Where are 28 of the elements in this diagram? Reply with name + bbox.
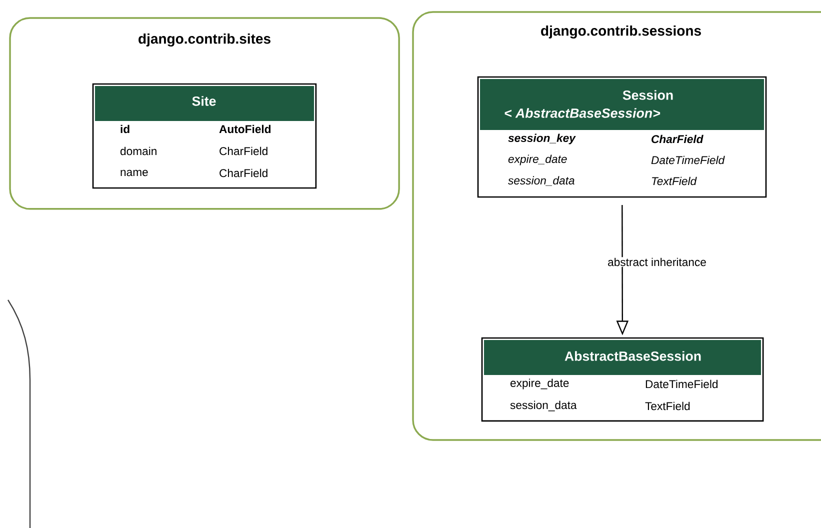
table-box (92, 83, 317, 189)
field-type: DateTimeField (646, 380, 718, 388)
edge-label: abstract inheritance (606, 257, 708, 267)
field-name: session_key (508, 134, 576, 144)
package-frame (9, 17, 400, 210)
field-type: TextField (645, 402, 690, 410)
field-type: TextField (652, 176, 697, 186)
table-title: < AbstractBaseSession> (504, 108, 660, 118)
field-type: CharField (220, 168, 268, 178)
field-type: CharField (652, 134, 704, 144)
table-title: Session (622, 90, 673, 100)
field-name: session_data (508, 176, 574, 186)
field-type: CharField (220, 146, 268, 156)
field-name: id (120, 124, 130, 134)
table-title: Site (192, 96, 216, 106)
field-name: expire_date (508, 154, 567, 166)
field-name: expire_date (510, 378, 569, 390)
field-name: domain (120, 146, 156, 156)
package-title: django.contrib.sites (138, 33, 270, 47)
table-title: AbstractBaseSession (564, 351, 701, 361)
field-type: AutoField (219, 124, 270, 134)
field-name: name (120, 170, 148, 176)
field-type: DateTimeField (651, 156, 725, 164)
package-frame (412, 11, 821, 441)
table-box (477, 76, 767, 198)
table-box (481, 337, 764, 422)
field-name: session_data (510, 400, 577, 412)
package-title: django.contrib.sessions (541, 25, 701, 39)
